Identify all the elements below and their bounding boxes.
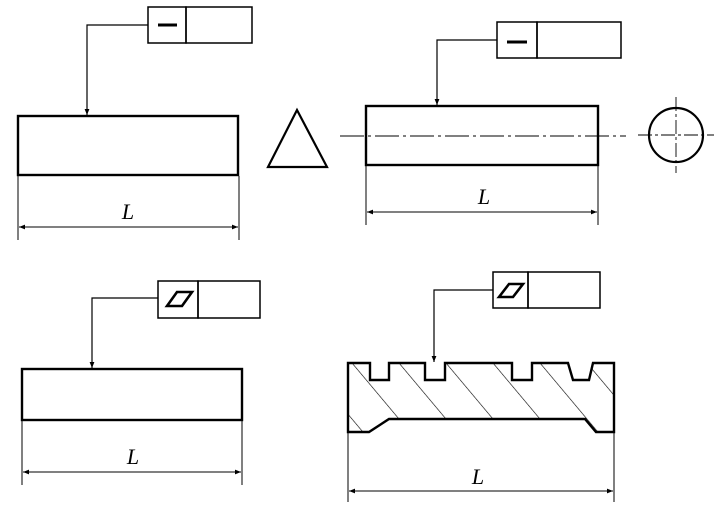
figure-bottom-left: L [20, 280, 261, 485]
part-outline [364, 104, 600, 167]
part-outline [16, 114, 240, 177]
leader-arrow [431, 289, 493, 362]
triangle-side-view-icon [266, 107, 329, 169]
flatness-symbol-icon [496, 282, 526, 299]
feature-control-frame [496, 21, 622, 59]
feature-control-frame [157, 280, 261, 319]
dimension-label: L [121, 199, 134, 224]
circle-side-view-icon [638, 97, 714, 173]
dimension-label: L [477, 184, 490, 209]
leader-arrow [84, 24, 148, 115]
leader-arrow [434, 39, 497, 105]
flatness-symbol-icon [164, 290, 195, 308]
figure-top-right: L [340, 21, 626, 225]
part-outline [20, 367, 244, 422]
dimension-label: L [471, 464, 484, 489]
leader-arrow [89, 297, 158, 368]
figure-bottom-right: L [346, 271, 616, 502]
figure-top-left: L [16, 6, 253, 240]
part-outline [346, 361, 616, 434]
feature-control-frame [147, 6, 253, 44]
dimension-label: L [126, 444, 139, 469]
section-hatching [348, 363, 614, 432]
feature-control-frame [492, 271, 601, 309]
